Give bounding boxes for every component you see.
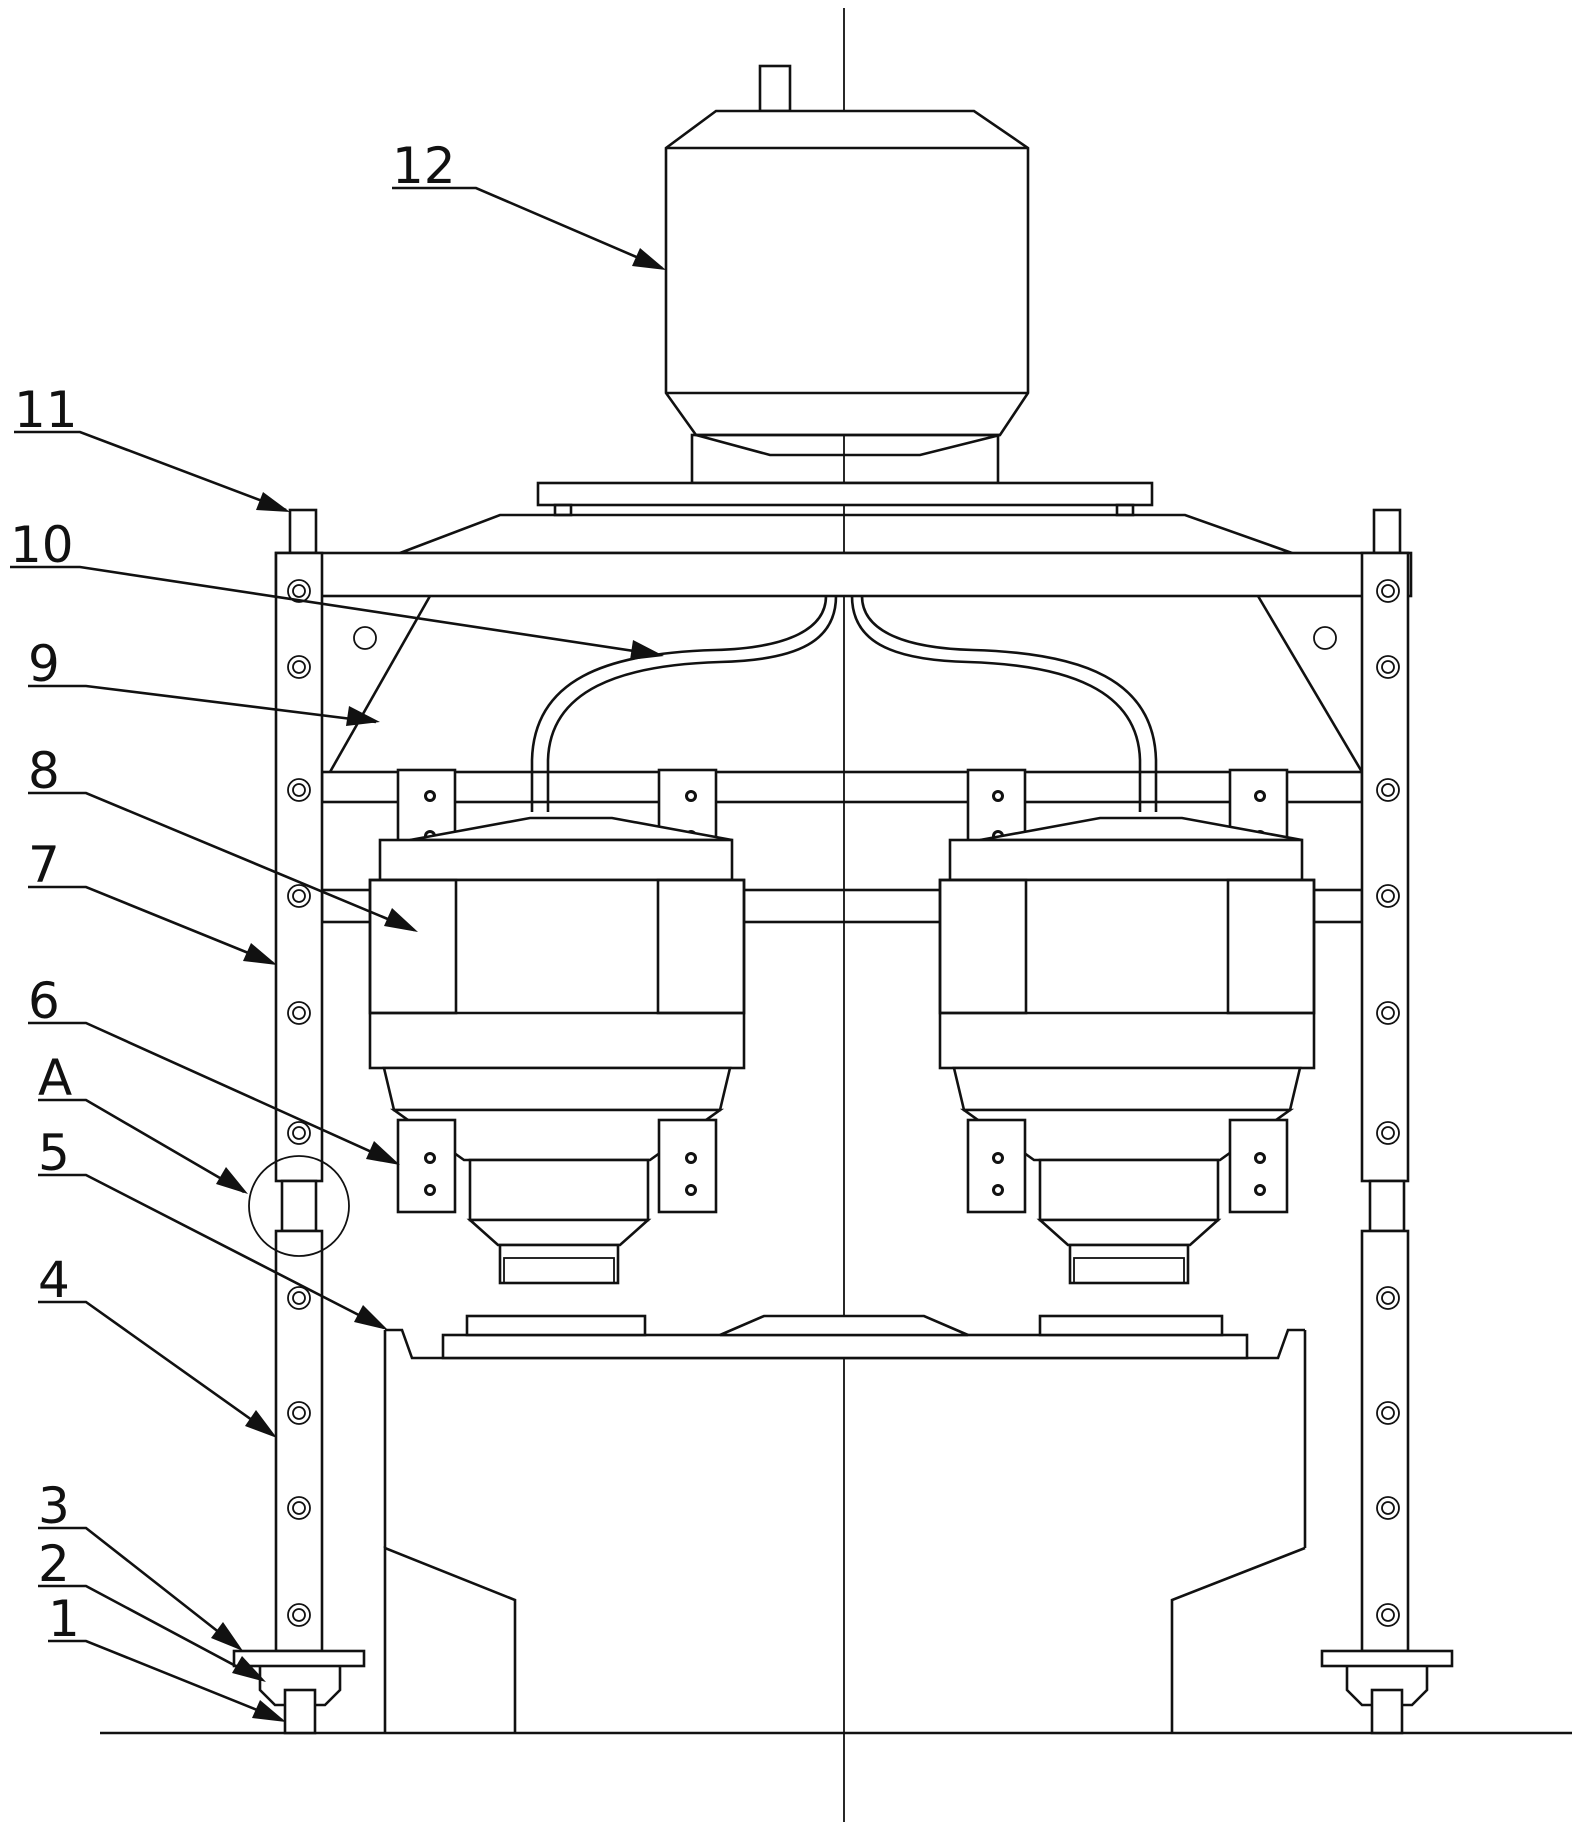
- left-column: [234, 510, 364, 1733]
- label-8: 8: [28, 742, 60, 800]
- label-10: 10: [10, 516, 74, 574]
- left-vibrator: [370, 770, 744, 1283]
- top-motor: [538, 66, 1152, 515]
- right-column: [1322, 510, 1452, 1733]
- label-a: A: [38, 1049, 72, 1107]
- label-2: 2: [38, 1535, 70, 1593]
- label-9: 9: [28, 635, 60, 693]
- label-5: 5: [38, 1124, 70, 1182]
- base-table: [385, 1316, 1305, 1733]
- label-11: 11: [14, 381, 78, 439]
- label-3: 3: [38, 1477, 70, 1535]
- label-7: 7: [28, 836, 60, 894]
- label-4: 4: [38, 1251, 70, 1309]
- label-6: 6: [28, 972, 60, 1030]
- right-vibrator: [940, 770, 1314, 1283]
- label-1: 1: [48, 1590, 80, 1648]
- label-12: 12: [392, 137, 456, 195]
